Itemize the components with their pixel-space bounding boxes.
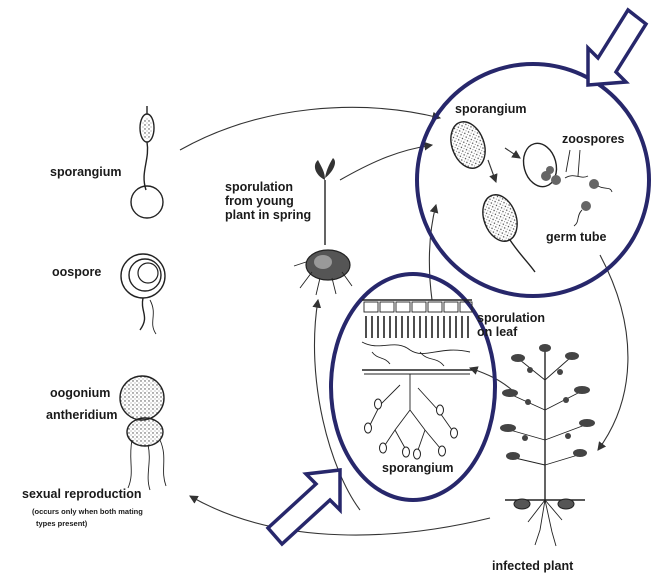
label-oospore: oospore [52, 265, 101, 279]
label-sporulation-leaf-2: on leaf [477, 325, 518, 339]
highlight-arrow-top-right-icon [588, 10, 646, 85]
label-sexual-reproduction: sexual reproduction [22, 487, 141, 501]
label-mating-note-1: (occurs only when both mating [32, 507, 143, 516]
label-sporulation-leaf-1: sporulation [477, 311, 545, 325]
label-sporangium-left: sporangium [50, 165, 122, 179]
label-sporulation-young-1: sporulation [225, 180, 293, 194]
arrow-leaf-to-top [429, 205, 436, 300]
label-sporulation-young-3: plant in spring [225, 208, 311, 222]
highlight-arrow-bottom-left-icon [268, 470, 340, 544]
arrow-sporangium-to-top [180, 107, 440, 150]
left-sporangium-drawing [131, 106, 163, 218]
label-antheridium: antheridium [46, 408, 118, 422]
arrow-top-to-plant [598, 255, 628, 450]
label-oogonium: oogonium [50, 386, 110, 400]
label-mating-note-2: types present) [36, 519, 88, 528]
label-sporangium-mid: sporangium [382, 461, 454, 475]
label-infected-plant: infected plant [492, 559, 574, 573]
label-sporangium-top: sporangium [455, 102, 527, 116]
label-zoospores: zoospores [562, 132, 625, 146]
arrow-plant-to-leaf [470, 368, 512, 390]
leaf-section-drawing [362, 300, 472, 459]
infected-plant-drawing [500, 344, 595, 546]
top-highlight [417, 64, 649, 296]
label-sporulation-young-2: from young [225, 194, 294, 208]
label-germ-tube: germ tube [546, 230, 606, 244]
oogonium-antheridium-drawing [120, 376, 166, 490]
oospore-drawing [121, 254, 165, 334]
